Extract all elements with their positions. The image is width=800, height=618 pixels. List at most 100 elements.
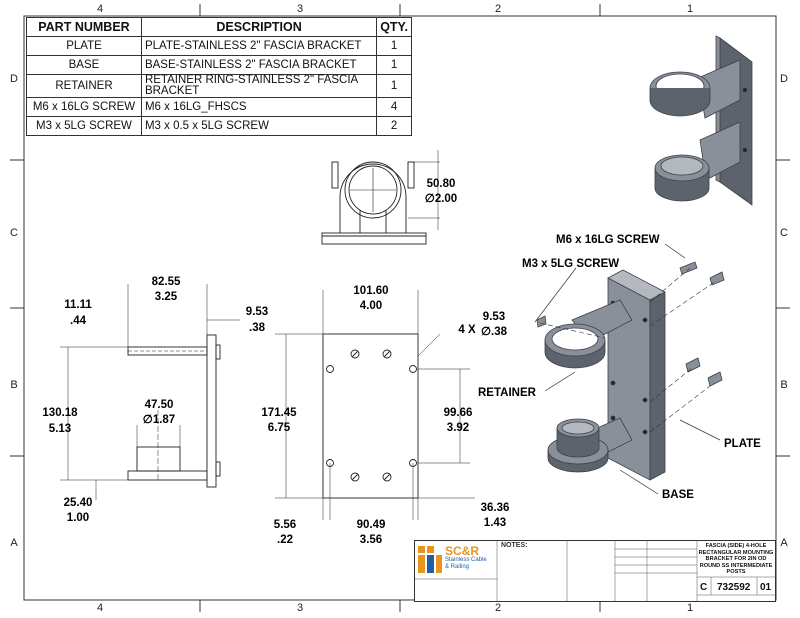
zone-row-d-right: D xyxy=(780,73,788,85)
svg-text:∅1.87: ∅1.87 xyxy=(143,414,175,426)
svg-text:3.92: 3.92 xyxy=(447,422,469,434)
dim-left: 5.56 .22 xyxy=(274,519,296,546)
front-view xyxy=(275,290,475,520)
svg-text:5.56: 5.56 xyxy=(274,519,296,531)
bom-part: M3 x 5LG SCREW xyxy=(26,116,142,136)
table-row: PLATE PLATE-STAINLESS 2" FASCIA BRACKET … xyxy=(26,36,412,56)
dim-bore: 47.50 ∅1.87 xyxy=(143,399,175,426)
svg-text:82.55: 82.55 xyxy=(152,276,181,288)
svg-text:∅.38: ∅.38 xyxy=(481,326,508,338)
dim-offset-25: 25.40 1.00 xyxy=(64,497,93,524)
svg-text:6.75: 6.75 xyxy=(268,422,291,434)
svg-text:3.56: 3.56 xyxy=(360,534,382,546)
isometric-assembled-view xyxy=(649,35,753,206)
dim-plate-height: 171.45 6.75 xyxy=(261,407,297,434)
bom-qty: 1 xyxy=(376,74,412,98)
bom-description: PLATE-STAINLESS 2" FASCIA BRACKET xyxy=(140,36,378,56)
dim-offset-11: 11.11 .44 xyxy=(64,299,92,327)
bom-description: M3 x 0.5 x 5LG SCREW xyxy=(140,116,378,136)
side-view xyxy=(60,284,240,500)
svg-text:3.25: 3.25 xyxy=(155,291,178,303)
notes-label: NOTES: xyxy=(501,542,528,549)
dim-width-top: 82.55 3.25 xyxy=(152,276,181,303)
svg-text:99.66: 99.66 xyxy=(444,407,473,419)
svg-text:11.11: 11.11 xyxy=(64,299,92,311)
zone-row-c-left: C xyxy=(10,227,18,239)
bom-header-row: PART NUMBER DESCRIPTION QTY. xyxy=(26,17,412,37)
title-block-grid xyxy=(415,541,775,601)
m6-screws xyxy=(679,261,725,387)
dim-hole: 4 X 9.53 ∅.38 xyxy=(458,311,507,338)
svg-text:9.53: 9.53 xyxy=(246,306,268,318)
svg-text:4 X: 4 X xyxy=(458,324,476,336)
callout-leaders xyxy=(534,243,721,495)
title-block: SC&R Stainless Cable & Railing NOTES: FA… xyxy=(414,540,776,602)
zone-row-d-left: D xyxy=(10,73,18,85)
svg-text:25.40: 25.40 xyxy=(64,497,93,509)
callout-base: BASE xyxy=(662,489,694,501)
table-row: M3 x 5LG SCREW M3 x 0.5 x 5LG SCREW 2 xyxy=(26,116,412,136)
svg-text:90.49: 90.49 xyxy=(357,519,386,531)
zone-col-3-top: 3 xyxy=(297,3,303,15)
svg-text:50.80: 50.80 xyxy=(427,178,456,190)
bom-header-description: DESCRIPTION xyxy=(140,17,378,37)
table-row: RETAINER RETAINER RING-STAINLESS 2" FASC… xyxy=(26,74,412,98)
table-row: M6 x 16LG SCREW M6 x 16LG_FHSCS 4 xyxy=(26,97,412,117)
top-view xyxy=(321,150,440,245)
explode-lines xyxy=(539,267,717,433)
dim-edge: 36.36 1.43 xyxy=(481,502,510,529)
dim-plate-width: 101.60 4.00 xyxy=(353,285,388,312)
svg-text:1.43: 1.43 xyxy=(484,517,506,529)
svg-text:∅2.00: ∅2.00 xyxy=(425,193,457,205)
svg-text:.22: .22 xyxy=(277,534,293,546)
bill-of-materials: PART NUMBER DESCRIPTION QTY. PLATE PLATE… xyxy=(26,17,412,136)
callout-m6-screw: M6 x 16LG SCREW xyxy=(556,234,660,246)
zone-col-2-top: 2 xyxy=(495,3,501,15)
revision: 01 xyxy=(760,582,772,593)
dim-plate-thickness: 9.53 .38 xyxy=(246,306,268,334)
zone-row-a-right: A xyxy=(780,537,788,549)
callout-m3-screw: M3 x 5LG SCREW xyxy=(522,258,619,270)
zone-row-c-right: C xyxy=(780,227,788,239)
svg-text:171.45: 171.45 xyxy=(261,407,297,419)
svg-text:4.00: 4.00 xyxy=(360,300,382,312)
bom-part: PLATE xyxy=(26,36,142,56)
svg-text:47.50: 47.50 xyxy=(145,399,174,411)
bom-qty: 2 xyxy=(376,116,412,136)
zone-row-b-right: B xyxy=(780,379,787,391)
zone-col-1-bottom: 1 xyxy=(687,602,693,614)
svg-text:9.53: 9.53 xyxy=(483,311,505,323)
zone-col-2-bottom: 2 xyxy=(495,602,501,614)
exploded-isometric-view xyxy=(536,261,725,481)
svg-text:.38: .38 xyxy=(249,322,266,334)
table-row: BASE BASE-STAINLESS 2" FASCIA BRACKET 1 xyxy=(26,55,412,75)
dim-height: 130.18 5.13 xyxy=(42,407,78,435)
company-logo: SC&R Stainless Cable & Railing xyxy=(417,543,495,577)
zone-ticks xyxy=(10,4,790,612)
bom-part: M6 x 16LG SCREW xyxy=(26,97,142,117)
bom-header-part: PART NUMBER xyxy=(26,17,142,37)
svg-text:36.36: 36.36 xyxy=(481,502,510,514)
sheet-size: C xyxy=(700,582,708,593)
drawing-title: FASCIA (SIDE) 4-HOLE RECTANGULAR MOUNTIN… xyxy=(698,543,774,575)
zone-row-b-left: B xyxy=(10,379,17,391)
dim-hole-span: 99.66 3.92 xyxy=(444,407,473,434)
bom-part: RETAINER xyxy=(26,74,142,98)
bom-qty: 4 xyxy=(376,97,412,117)
bom-description: RETAINER RING-STAINLESS 2" FASCIA BRACKE… xyxy=(140,74,378,98)
svg-text:130.18: 130.18 xyxy=(42,407,78,419)
svg-text:101.60: 101.60 xyxy=(353,285,388,297)
zone-col-4-bottom: 4 xyxy=(97,602,103,614)
zone-col-1-top: 1 xyxy=(687,3,693,15)
bom-qty: 1 xyxy=(376,55,412,75)
bom-header-qty: QTY. xyxy=(376,17,412,37)
callout-retainer: RETAINER xyxy=(478,387,537,399)
svg-text:1.00: 1.00 xyxy=(67,512,89,524)
bom-description: M6 x 16LG_FHSCS xyxy=(140,97,378,117)
drawing-number: 732592 xyxy=(717,582,751,593)
zone-col-4-top: 4 xyxy=(97,3,103,15)
svg-text:.44: .44 xyxy=(70,315,87,327)
zone-col-3-bottom: 3 xyxy=(297,602,303,614)
bom-part: BASE xyxy=(26,55,142,75)
